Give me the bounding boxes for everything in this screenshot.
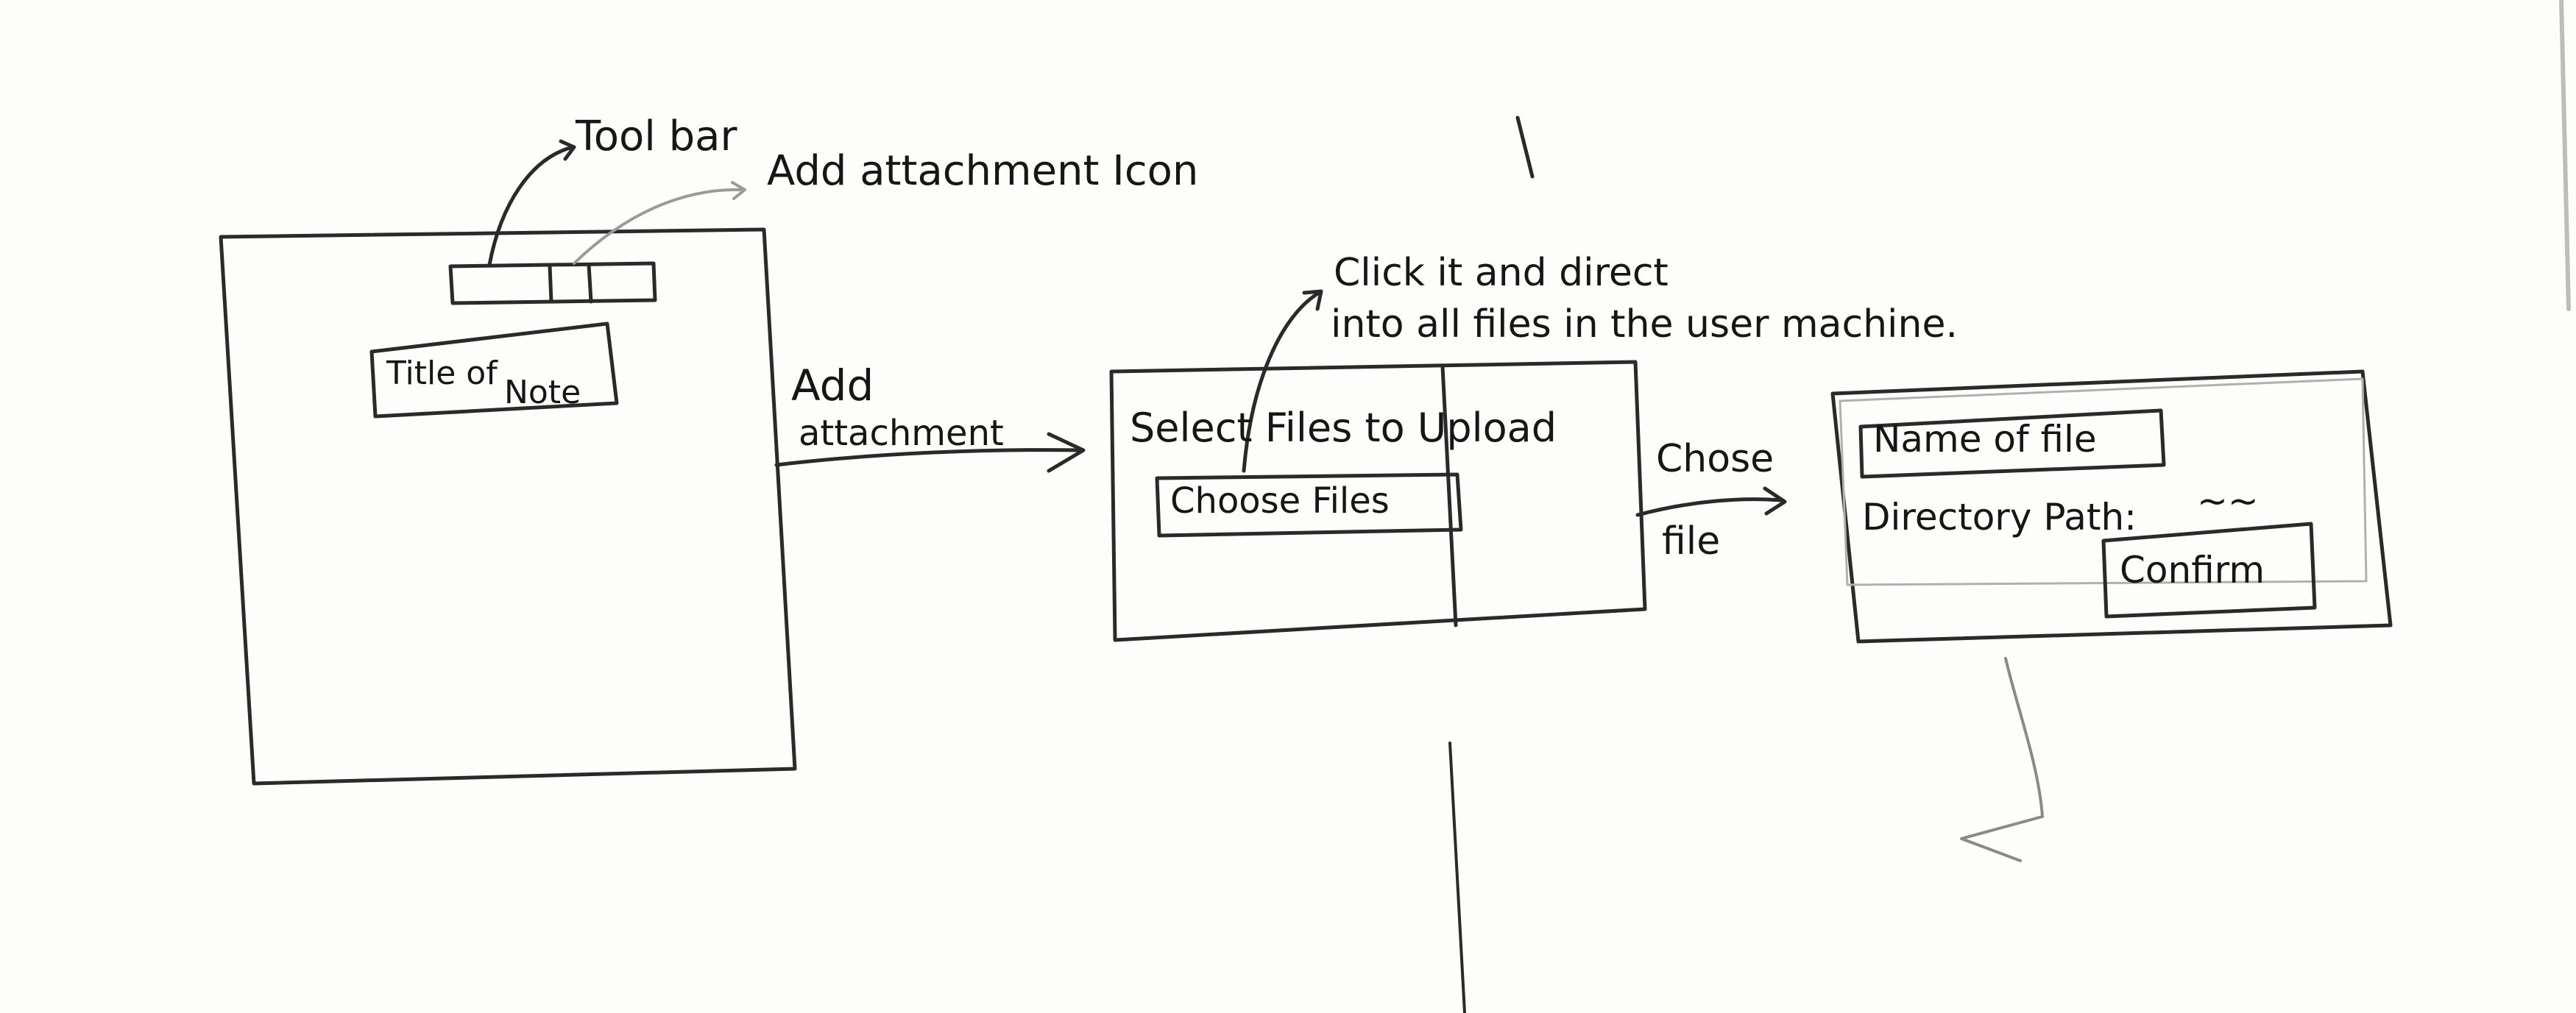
add-attachment-arrow-label: Add	[791, 360, 874, 410]
chose-file-label: Chose	[1656, 437, 1774, 481]
directory-path-label: Directory Path:	[1862, 496, 2137, 539]
add-attachment-icon[interactable]	[551, 266, 590, 302]
title-of-note-label: Title of	[386, 355, 498, 392]
toolbar-frame	[448, 261, 657, 305]
click-note-arrow	[1242, 291, 1321, 473]
toolbar-slot[interactable]	[452, 266, 550, 302]
title-box	[369, 321, 619, 419]
click-it-note: into all files in the user machine.	[1331, 302, 1958, 346]
confirm-button[interactable]: Confirm	[2120, 549, 2265, 591]
choose-files-frame	[1155, 472, 1463, 538]
add-attachment-icon-annotation: Add attachment Icon	[767, 147, 1199, 195]
chose-file-label: file	[1662, 519, 1721, 564]
directory-path-value: ~~	[2197, 480, 2259, 522]
upload-dialog-frame	[1109, 360, 1647, 642]
add-attachment-arrow	[774, 448, 1084, 467]
toolbar	[452, 266, 654, 302]
upload-dialog-divider	[1440, 364, 1458, 628]
name-of-file-field[interactable]: Name of file	[1873, 418, 2097, 461]
chose-file-arrow	[1635, 497, 1783, 517]
choose-files-button[interactable]: Choose Files	[1170, 480, 1390, 522]
toolbar-slot[interactable]	[591, 266, 654, 302]
title-of-note-label: Note	[504, 374, 581, 411]
toolbar-annotation: Tool bar	[576, 113, 737, 160]
toolbar-divider	[587, 263, 593, 304]
confirm-dialog-frame	[1830, 369, 2393, 644]
toolbar-divider	[548, 264, 553, 304]
icon-arrow	[573, 188, 745, 265]
name-of-file-frame	[1858, 408, 2166, 479]
add-attachment-arrow-label: attachment	[799, 413, 1004, 454]
toolbar-arrow	[487, 145, 575, 267]
confirm-button-frame	[2101, 522, 2317, 619]
click-it-note: Click it and direct	[1334, 251, 1669, 295]
note-screen-frame	[219, 227, 797, 786]
upload-dialog-heading: Select Files to Upload	[1130, 405, 1557, 451]
